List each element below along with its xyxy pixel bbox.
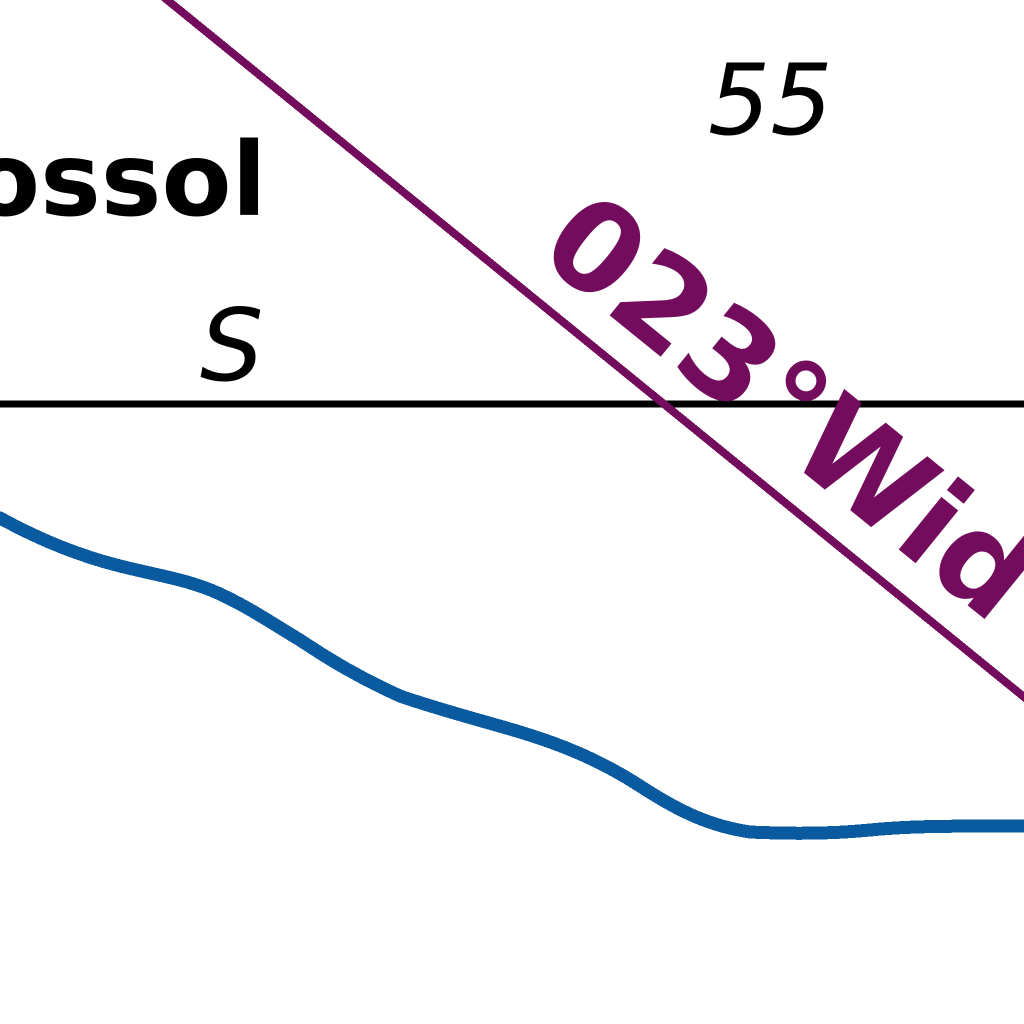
water-line [0, 511, 1024, 840]
route-line [160, 0, 1024, 703]
sector-label-left: S [200, 287, 263, 404]
sector-label-top: 55 [708, 44, 833, 158]
place-label: ossol [0, 121, 267, 240]
